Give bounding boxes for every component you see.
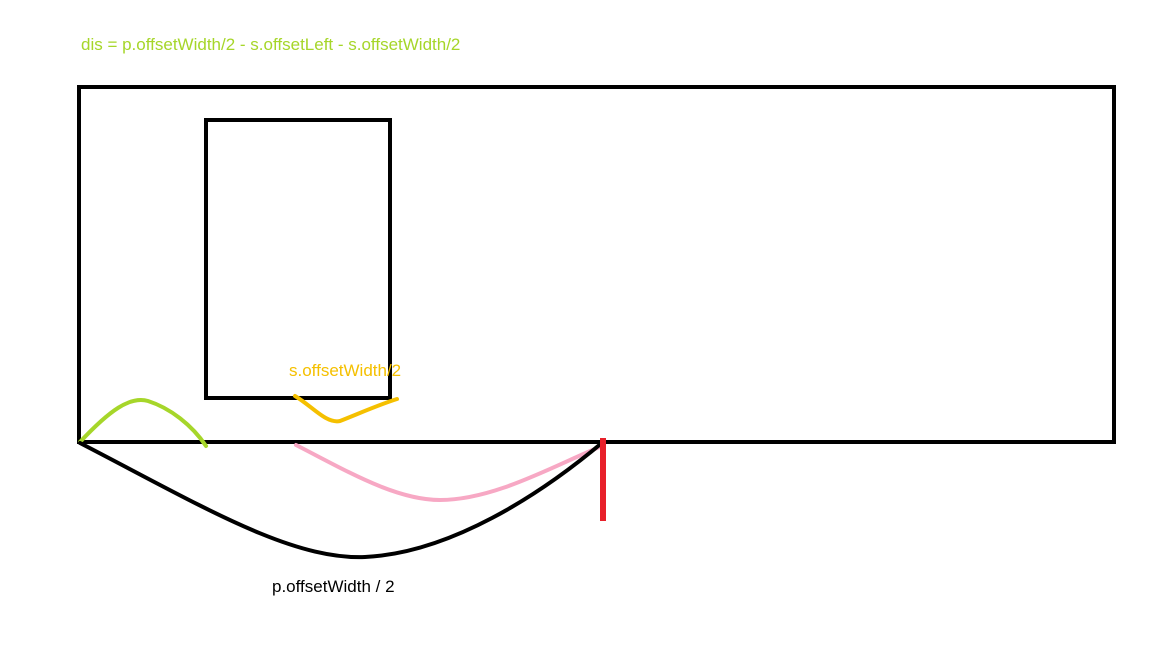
child-half-width-arc bbox=[293, 394, 399, 424]
formula-text: dis = p.offsetWidth/2 - s.offsetLeft - s… bbox=[81, 35, 461, 54]
distance-arc bbox=[294, 443, 604, 503]
child-half-width-label: s.offsetWidth/2 bbox=[289, 361, 402, 380]
parent-box bbox=[77, 85, 1116, 444]
parent-half-width-label: p.offsetWidth / 2 bbox=[272, 577, 395, 596]
parent-half-width-arc bbox=[78, 440, 605, 560]
offset-left-arc bbox=[78, 398, 208, 448]
child-box bbox=[204, 118, 392, 400]
